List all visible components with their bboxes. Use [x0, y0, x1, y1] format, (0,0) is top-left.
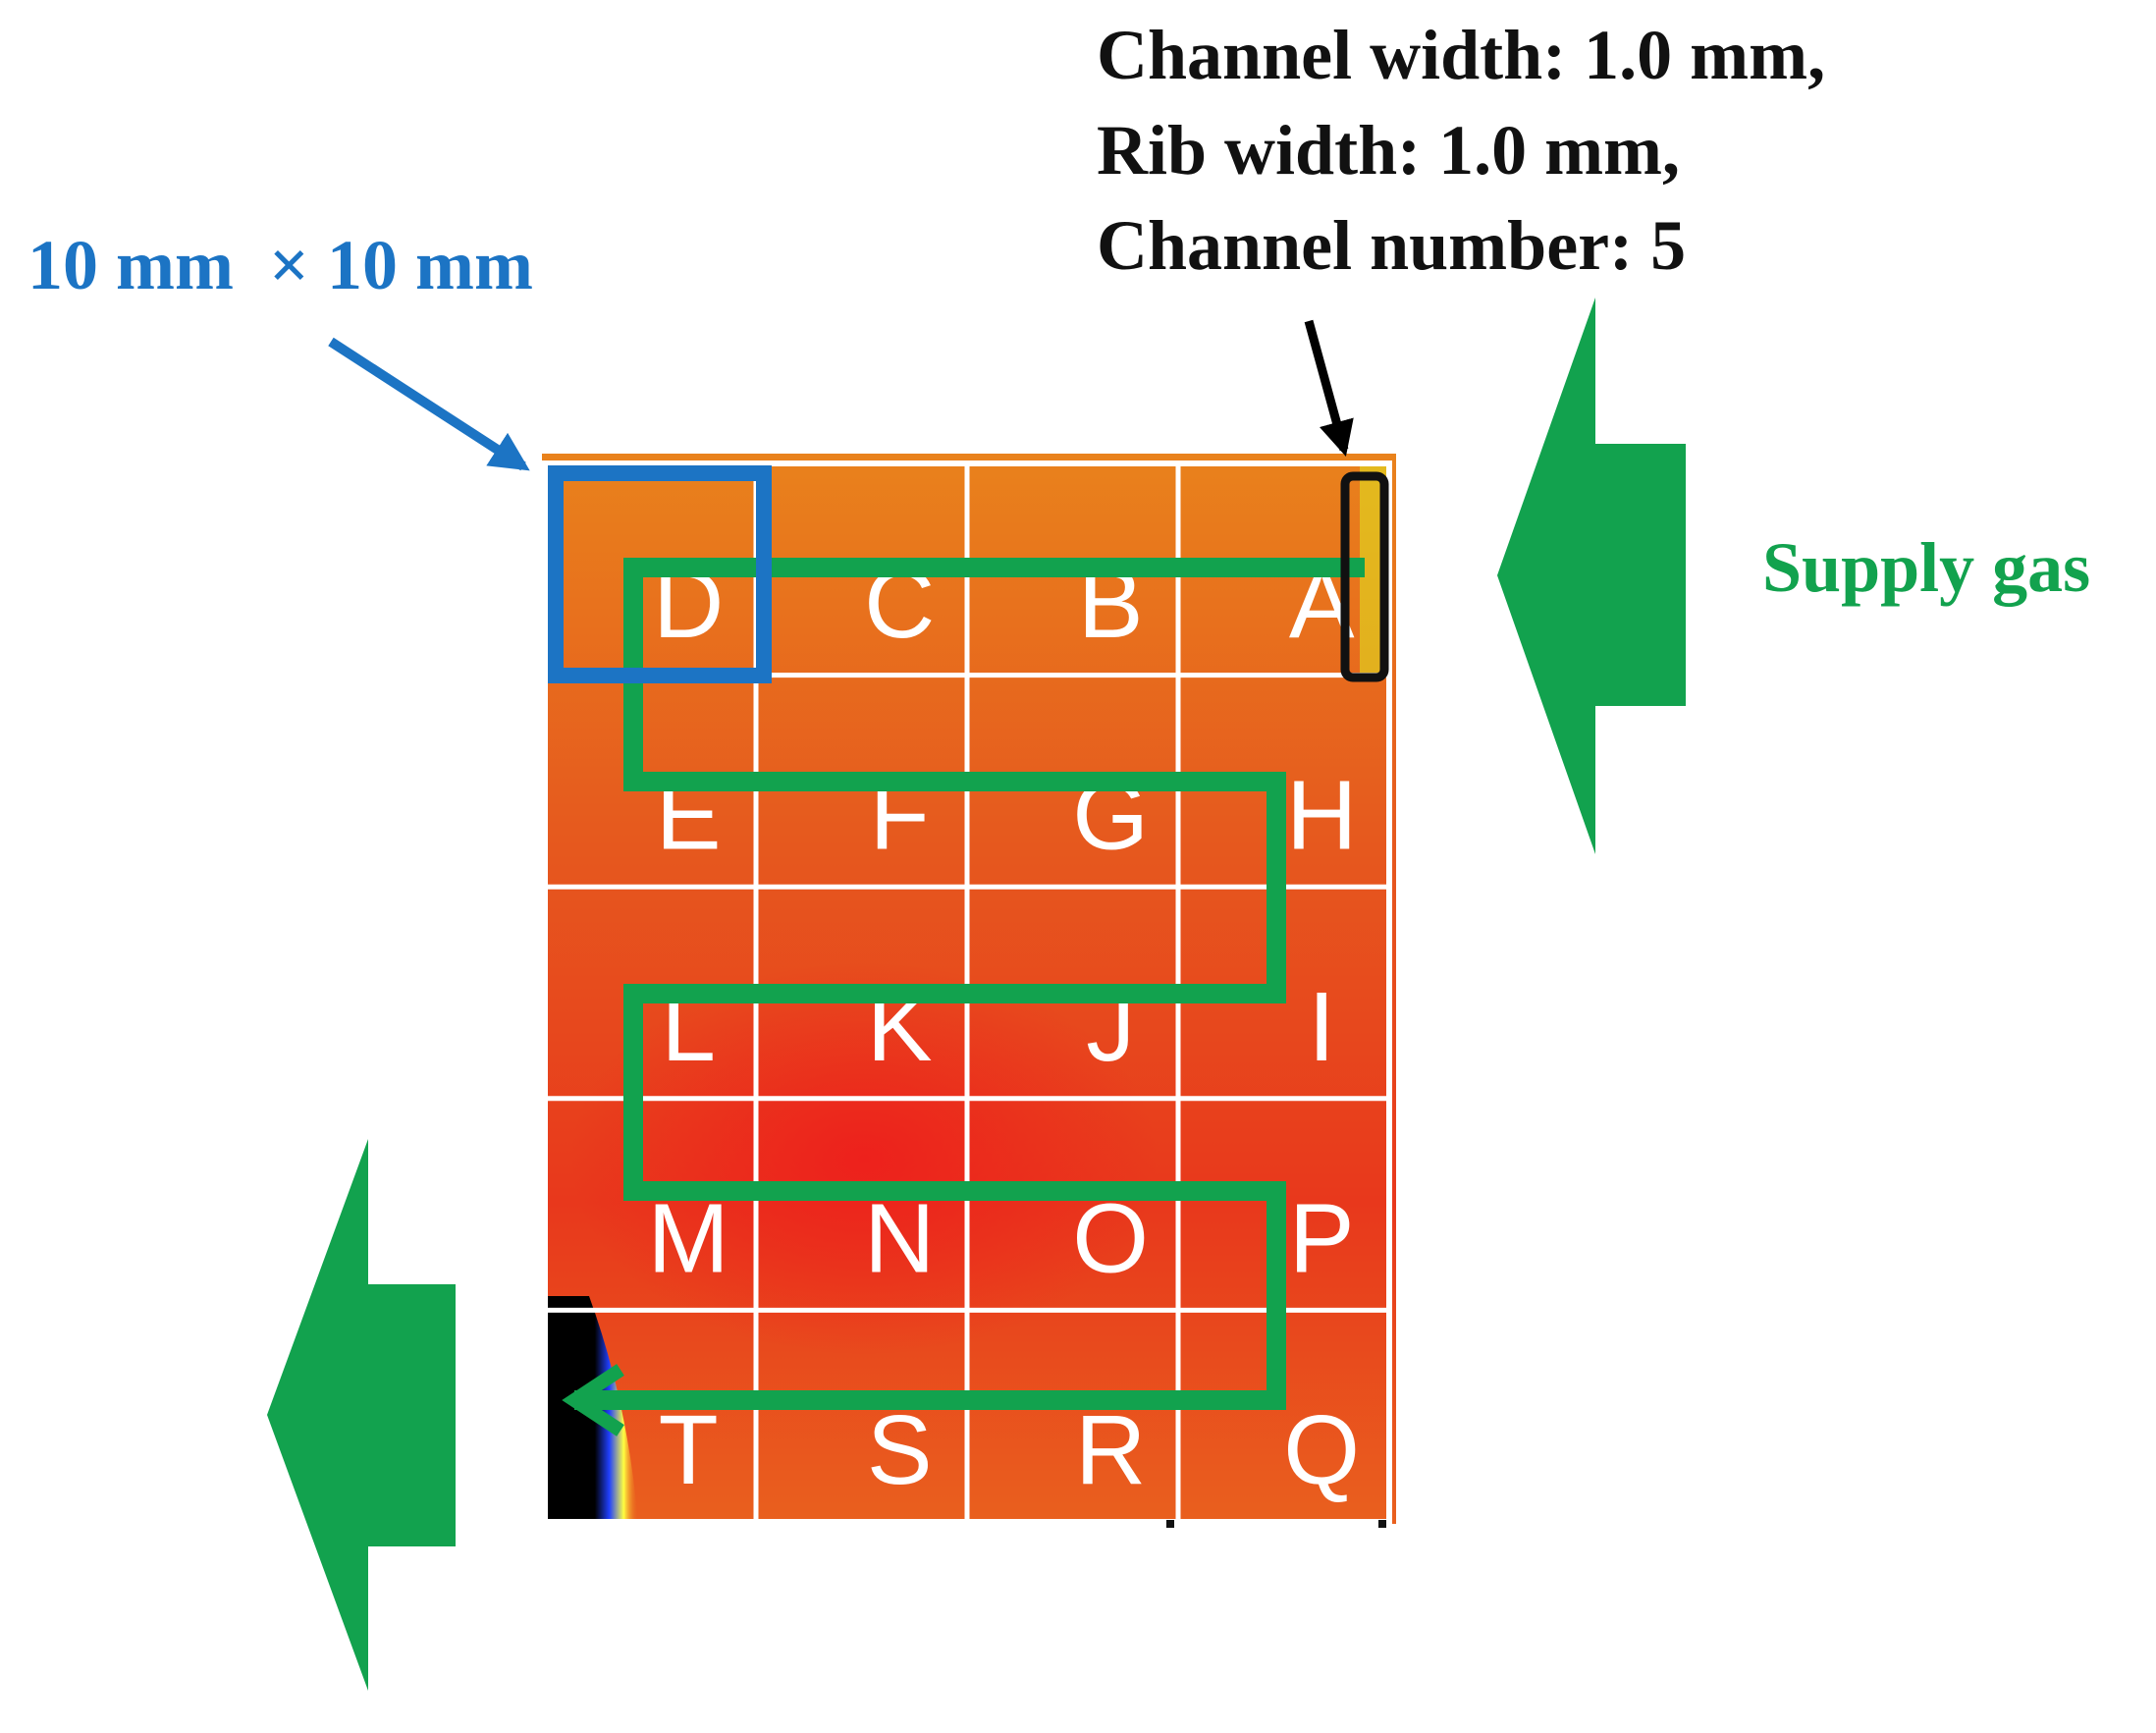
grid-cell-label: R [1075, 1395, 1146, 1505]
spec-rib-width: Rib width: 1.0 mm, [1097, 111, 1680, 190]
grid-cell-label: H [1286, 760, 1357, 870]
spec-channel-width: Channel width: 1.0 mm, [1097, 16, 1825, 94]
supply-gas-label: Supply gas [1762, 528, 2090, 607]
supply-gas-arrow [1497, 298, 1686, 854]
map-hot-spot [569, 962, 1159, 1355]
grid-cell-label: T [659, 1395, 719, 1505]
grid-cell-label: M [648, 1184, 729, 1294]
grid-cell-label: P [1289, 1184, 1355, 1294]
spec-pointer-arrow [1304, 319, 1354, 457]
grid-cell-label: N [864, 1184, 935, 1294]
bottom-tick-2 [1378, 1520, 1386, 1528]
grid-cell-label: S [867, 1395, 933, 1505]
grid-cell-label: I [1308, 972, 1335, 1082]
segment-highlight-box [548, 465, 772, 683]
grid-cell-label: O [1072, 1184, 1149, 1294]
outlet-arrow-head [562, 1364, 624, 1436]
spec-channel-number: Channel number: 5 [1097, 206, 1686, 285]
exhaust-gas-arrow [267, 1139, 456, 1691]
size-pointer-arrow [328, 337, 530, 471]
bottom-tick-1 [1166, 1520, 1174, 1528]
channel-marker-box [1340, 471, 1389, 682]
size-label: 10 mm × 10 mm [27, 226, 533, 304]
grid-cell-label: Q [1283, 1395, 1360, 1505]
